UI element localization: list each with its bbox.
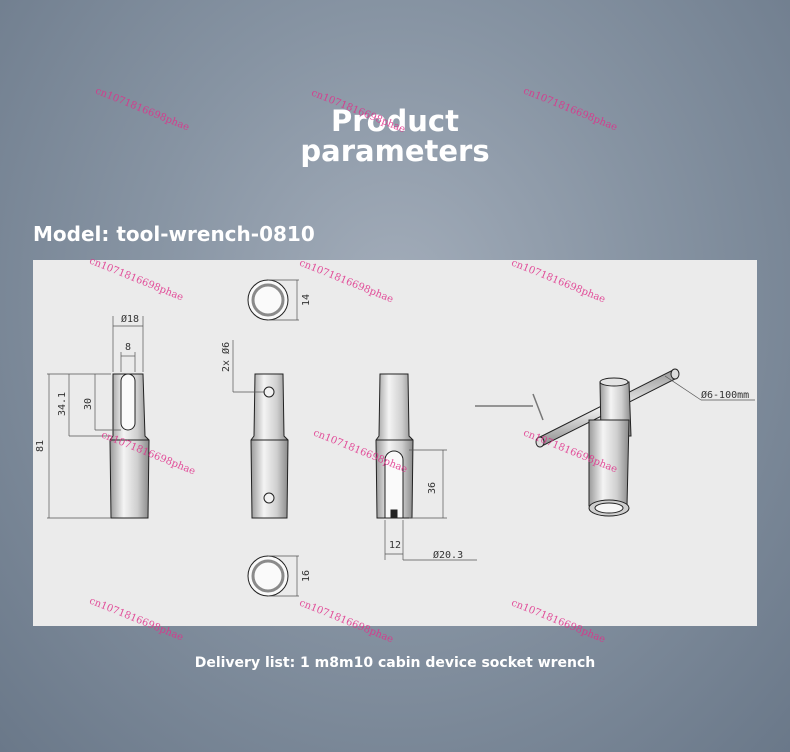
bottom-end-view	[247, 555, 299, 597]
dim-w12: 12	[389, 540, 401, 551]
title-line-2: parameters	[300, 134, 490, 168]
front-view-window	[375, 373, 477, 561]
dim-top14: 14	[301, 294, 312, 306]
side-view-holes	[232, 340, 289, 519]
model-label: Model: tool-wrench-0810	[33, 222, 315, 246]
delivery-list: Delivery list: 1 m8m10 cabin device sock…	[194, 655, 596, 671]
dim-h34: 34.1	[57, 392, 68, 416]
top-end-view	[247, 279, 299, 321]
dim-h81: 81	[35, 440, 46, 452]
side-view-slotted	[47, 316, 150, 519]
technical-drawing: Ø18 8 81 34.1 30 2x Ø6 14	[35, 279, 755, 597]
dim-bot16: 16	[301, 570, 312, 582]
dim-d203: Ø20.3	[433, 549, 463, 561]
isometric-view	[475, 368, 755, 517]
dim-h36: 36	[427, 482, 438, 494]
dim-d18: Ø18	[121, 313, 139, 325]
dim-w8: 8	[125, 342, 131, 353]
dim-rod: Ø6-100mm	[701, 389, 749, 401]
page-title: Product parameters	[0, 106, 790, 166]
technical-drawing-panel: Ø18 8 81 34.1 30 2x Ø6 14	[33, 260, 757, 626]
dim-h30: 30	[83, 398, 94, 410]
dim-holes: 2x Ø6	[220, 342, 232, 372]
title-line-1: Product	[331, 104, 459, 138]
